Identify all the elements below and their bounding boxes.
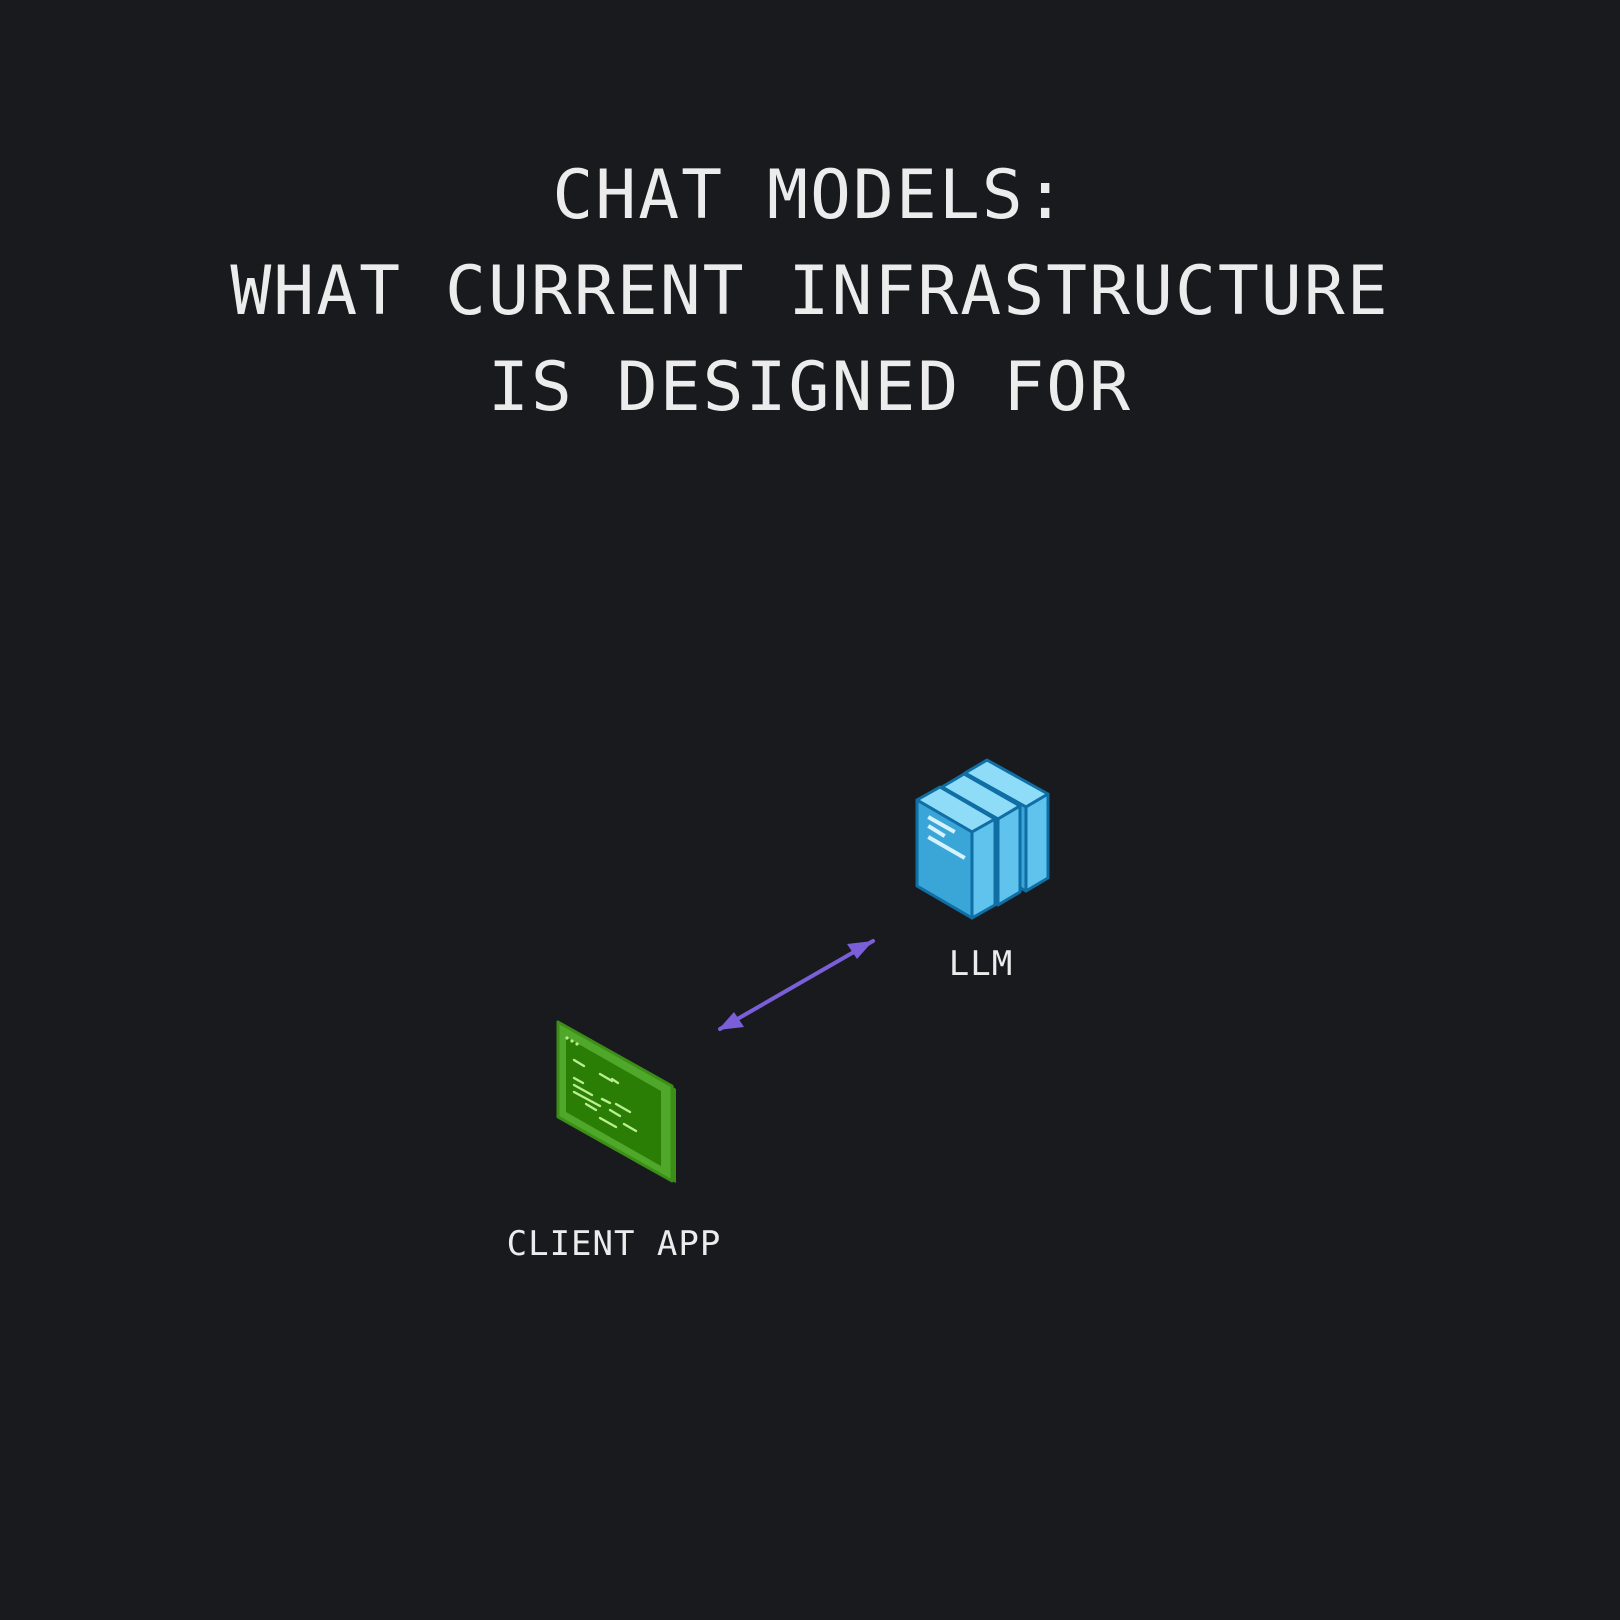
code-window-icon: [556, 1020, 676, 1183]
edge-client-llm-arrow: [718, 939, 875, 1031]
title-line-3: IS DESIGNED FOR: [487, 348, 1133, 427]
arrowhead-client-end: [718, 1012, 744, 1030]
node-label-client-app: CLIENT APP: [506, 1224, 722, 1264]
node-label-llm: LLM: [948, 944, 1014, 984]
arrowhead-llm-end: [847, 941, 873, 959]
server-unit-front: [915, 785, 997, 920]
code-lines: [572, 1058, 638, 1133]
title-line-2: WHAT CURRENT INFRASTRUCTURE: [230, 252, 1390, 331]
title-line-1: CHAT MODELS:: [552, 156, 1068, 235]
diagram-title: CHAT MODELS: WHAT CURRENT INFRASTRUCTURE…: [0, 148, 1620, 436]
server-rack-icon: [915, 758, 1050, 920]
